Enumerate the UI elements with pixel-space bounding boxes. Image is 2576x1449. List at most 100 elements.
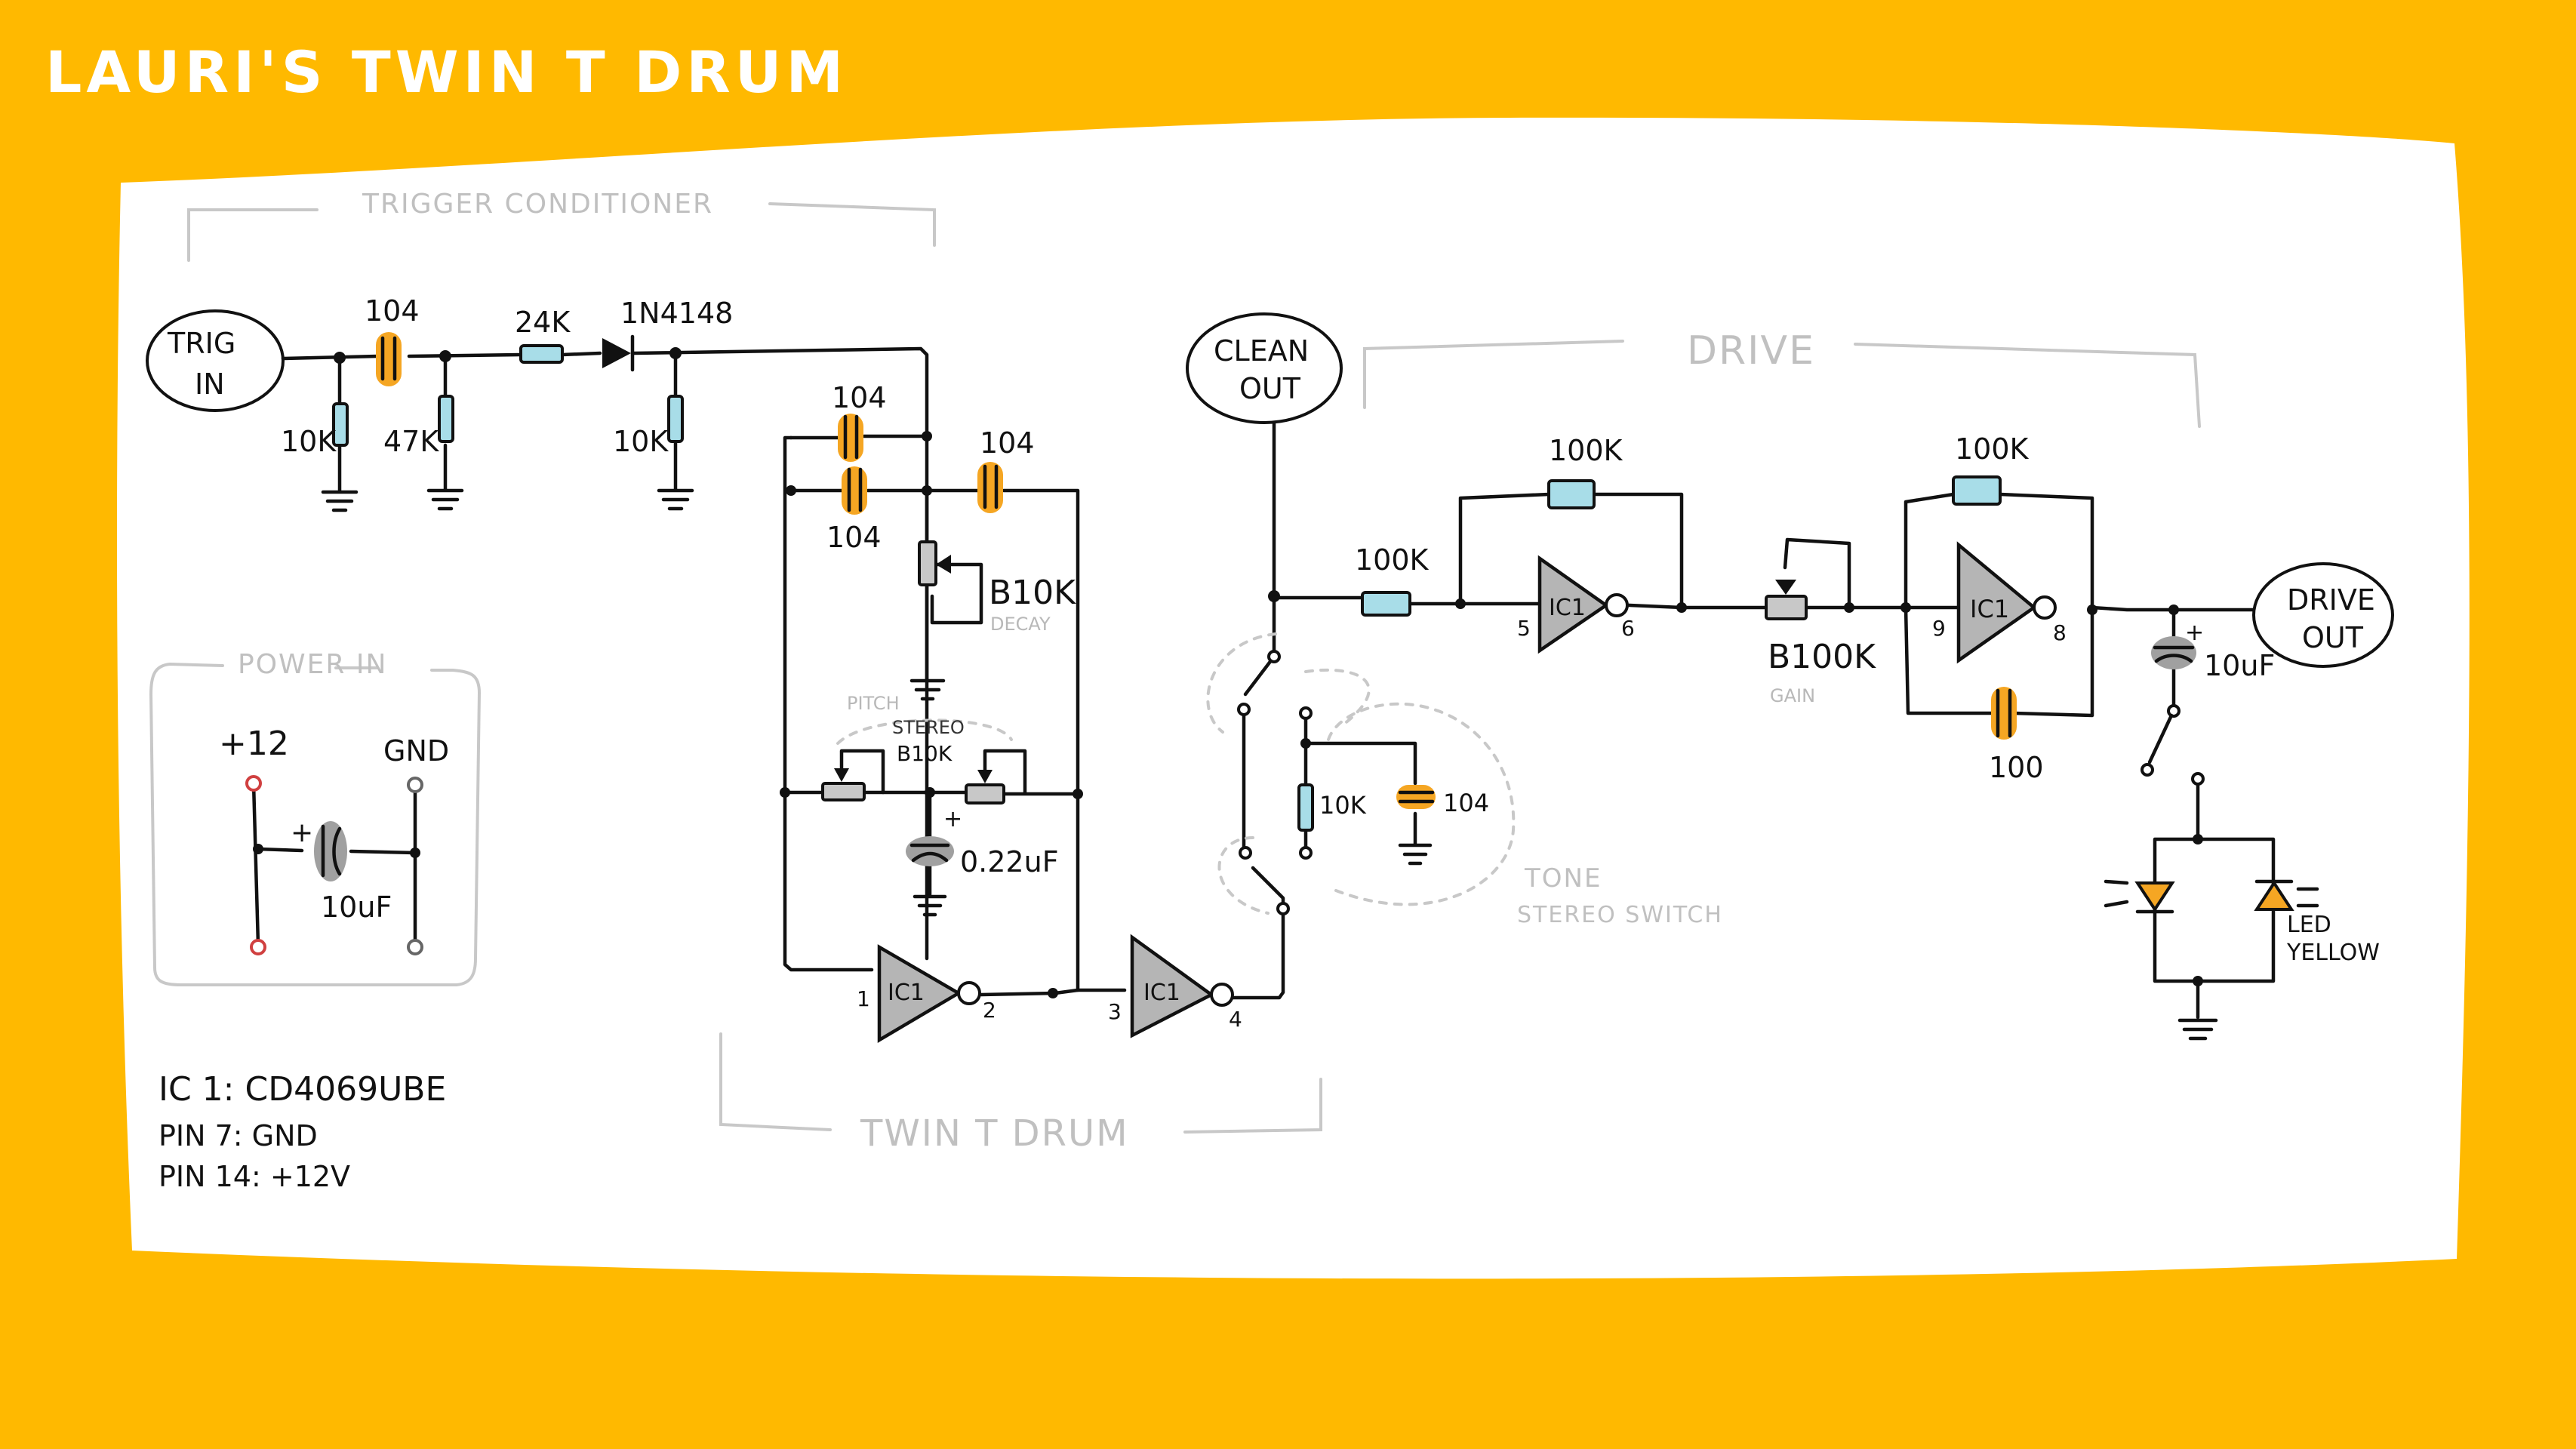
led-switch [2141,704,2276,1020]
gate-2-pin-in: 3 [1108,999,1122,1024]
diode-resistor-10k-label: 10K [613,425,669,458]
ground-symbol [426,488,464,511]
trigger-resistor-10k-label: 10K [281,425,337,458]
ic-notes: IC 1: CD4069UBE PIN 7: GND PIN 14: +12V [158,1070,446,1193]
drive-wiring [1272,492,2267,718]
gate-2-label: IC1 [1143,980,1180,1006]
twin-t-capacitor-right: 104 [977,426,1035,513]
note-line: PIN 7: GND [158,1119,318,1152]
trigger-wiring [281,346,929,961]
trigger-resistor-10k: 10K [281,402,349,458]
tone-resistor-10k: 10K [1297,783,1367,832]
gate-3-pin-in: 5 [1517,616,1531,641]
gate-1-pin-in: 1 [857,986,870,1011]
svg-text:+: + [943,806,962,832]
trig-in-label-1: TRIG [167,327,235,360]
inverter-gate-4: IC1 9 8 [1932,541,2067,664]
svg-text:+: + [291,817,313,848]
page-title: LAURI'S TWIN T DRUM [45,38,848,106]
twin-t-capacitor-right-label: 104 [980,426,1035,460]
feedback-resistor-1: 100K [1547,434,1623,509]
power-gnd-label: GND [383,734,449,768]
drive-out-jack: DRIVE OUT [2252,562,2394,668]
series-resistor-24k-label: 24K [515,306,571,339]
trig-in-label-2: IN [195,368,225,401]
gain-pot-label: B100K [1768,638,1876,676]
power-in-box: POWER IN +12 GND + 10uF [149,649,482,986]
gain-potentiometer: B100K GAIN [1765,580,1876,706]
pitch-pot-label: B10K [897,741,953,766]
ground-symbol [2177,1018,2218,1041]
svg-text:+: + [2185,620,2204,646]
gate-3-label: IC1 [1549,595,1586,621]
pitch-potentiometer: PITCH STEREO B10K [821,693,1013,804]
ground-symbol [1398,843,1433,866]
feedback-capacitor-label: 100 [1989,751,2044,784]
decay-pot-label: B10K [989,574,1076,612]
schematic-board [117,117,2470,1279]
feedback-capacitor: 100 [1989,687,2044,784]
feedback-resistor-1-label: 100K [1549,434,1623,467]
trigger-capacitor: 104 [365,294,420,386]
stereo-pot-note: STEREO [892,717,965,738]
pitch-pot-note: PITCH [847,693,900,714]
feedback-resistor-2-label: 100K [1955,432,2030,466]
power-capacitor-label: 10uF [321,891,392,924]
pitch-capacitor-label: 0.22uF [960,845,1059,878]
twin-t-capacitor-top: 104 [832,381,887,462]
gate-3-pin-out: 6 [1621,616,1635,641]
output-capacitor: + 10uF [2151,620,2275,682]
drive-input-resistor: 100K [1355,543,1430,617]
series-resistor-24k: 24K [515,306,571,364]
drive-bracket: DRIVE [1363,328,2201,428]
tone-capacitor: 104 [1396,785,1489,817]
led-label: LED [2287,912,2331,938]
tone-note: TONE [1524,863,1602,894]
clean-out-label-1: CLEAN [1214,334,1309,368]
trigger-resistor-47k: 47K [383,395,454,458]
diode-label: 1N4148 [620,297,733,330]
gate-4-label: IC1 [1970,595,2009,623]
clean-out-jack: CLEAN OUT [1186,312,1343,602]
trig-in-jack: TRIG IN [146,309,285,412]
clean-out-label-2: OUT [1239,372,1301,405]
decay-potentiometer: B10K DECAY [918,540,1076,635]
inverter-gate-3: IC1 5 6 [1517,555,1635,654]
decay-pot-note: DECAY [990,614,1051,635]
ground-symbol [909,678,946,701]
ground-symbol [321,490,359,512]
power-section-label: POWER IN [238,649,387,680]
gain-pot-note: GAIN [1770,685,1815,706]
twin-t-section-label: TWIN T DRUM [860,1112,1129,1155]
drive-out-label-2: OUT [2302,621,2364,654]
gate-2-pin-out: 4 [1229,1007,1242,1032]
twin-t-bracket: TWIN T DRUM [719,1032,1322,1155]
trigger-conditioner-bracket: TRIGGER CONDITIONER [187,189,936,262]
tone-resistor-label: 10K [1319,791,1367,820]
tone-capacitor-label: 104 [1443,789,1489,817]
gate-1-label: IC1 [888,980,925,1006]
twin-t-capacitor-top-label: 104 [832,381,887,414]
inverter-gate-1: IC1 1 2 [857,944,996,1043]
gate-1-pin-out: 2 [983,998,996,1023]
diode-1n4148: 1N4148 [602,297,733,372]
diode-resistor-10k: 10K [613,395,684,458]
inverter-gate-2: IC1 3 4 [1076,905,1285,1038]
note-line: IC 1: CD4069UBE [158,1070,446,1109]
tone-note-2: STEREO SWITCH [1517,902,1723,928]
power-plus-label: +12 [219,724,289,763]
trigger-capacitor-label: 104 [365,294,420,328]
drive-out-label-1: DRIVE [2287,583,2375,617]
twin-t-wiring [780,431,1083,998]
led-pair: LED YELLOW [2104,879,2380,966]
drive-input-resistor-label: 100K [1355,543,1430,577]
gate-4-pin-out: 8 [2053,620,2067,645]
feedback-resistor-2: 100K [1952,432,2030,506]
drive-section-label: DRIVE [1687,328,1815,374]
output-capacitor-label: 10uF [2204,649,2275,682]
pitch-capacitor: + 0.22uF [906,806,1059,878]
led-color-label: YELLOW [2286,940,2380,966]
trigger-section-label: TRIGGER CONDITIONER [362,189,713,220]
ground-symbol [657,488,694,511]
